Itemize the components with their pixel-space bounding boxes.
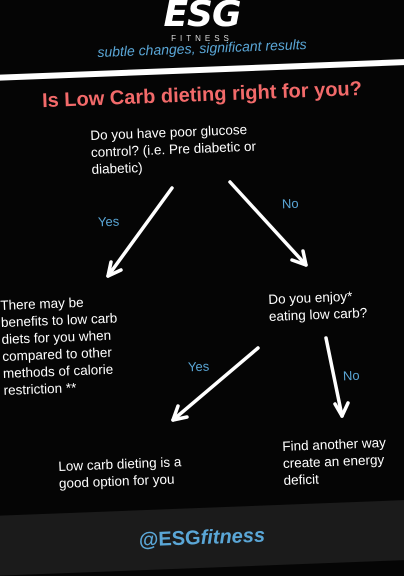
arrow-yes-2-head (171, 404, 189, 422)
arrow-no-2 (324, 336, 344, 418)
arrow-yes-1 (106, 186, 174, 278)
arrow-no-1-head (290, 249, 308, 267)
flowchart-arrows (106, 180, 350, 422)
logo-subtext: FITNESS (171, 34, 233, 43)
handle-prefix: @ESG (138, 527, 202, 552)
arrow-no-1 (228, 180, 308, 267)
arrow-yes-1-head (106, 260, 123, 278)
arrow-no-2-head (333, 401, 350, 418)
handle-suffix: fitness (200, 524, 266, 550)
logo-wordmark: ESG (163, 0, 241, 35)
arrow-yes-2 (171, 346, 260, 422)
esg-fitness-logo: ESG FITNESS (140, 0, 264, 43)
